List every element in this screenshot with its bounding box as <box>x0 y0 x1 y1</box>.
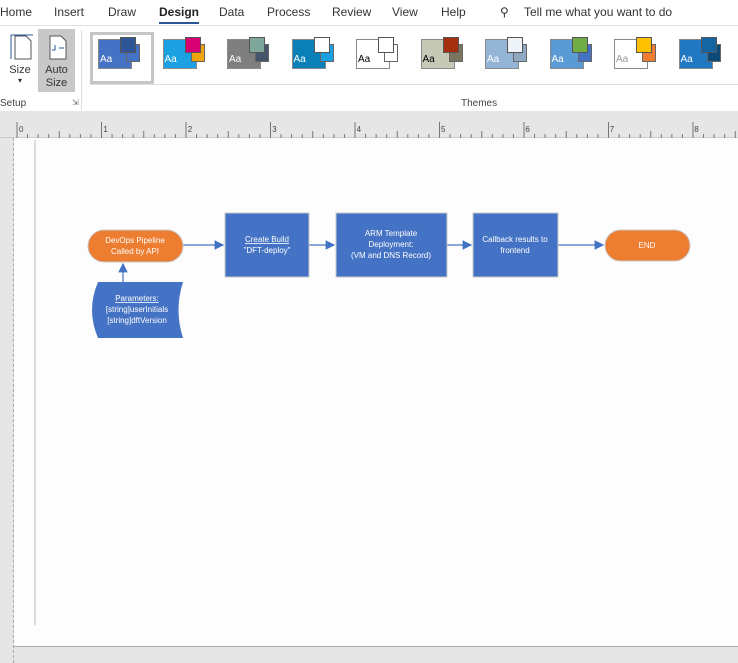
vertical-ruler[interactable] <box>0 138 14 663</box>
horizontal-ruler[interactable]: 0 1 2 3 4 5 6 7 8 <box>0 120 738 138</box>
theme-thumbnail[interactable]: Aa <box>159 34 219 80</box>
setup-group-label: Setup <box>0 98 27 109</box>
ruler-label: 5 <box>441 125 446 134</box>
ruler-label: 2 <box>187 125 193 134</box>
arm-deployment-process[interactable]: ARM Template Deployment: (VM and DNS Rec… <box>335 212 448 278</box>
ruler-label: 1 <box>103 125 108 134</box>
build-title: Create Build <box>245 235 289 244</box>
tab-insert[interactable]: Insert <box>54 5 85 19</box>
auto-size-label: Auto Size <box>45 64 68 89</box>
params-line2: [string]dftVersion <box>107 316 167 325</box>
theme-thumbnail[interactable]: Aa <box>546 34 606 80</box>
dialog-launcher-icon[interactable]: ⇲ <box>72 98 79 107</box>
search-icon[interactable]: ⚲ <box>500 5 509 19</box>
tab-process[interactable]: Process <box>267 5 311 19</box>
tab-view[interactable]: View <box>392 5 418 19</box>
auto-size-icon <box>49 35 66 60</box>
tab-home[interactable]: Home <box>0 5 33 19</box>
arm-line2: Deployment: <box>369 240 414 249</box>
params-title: Parameters: <box>115 294 159 303</box>
start-terminator[interactable]: DevOps Pipeline Called by API <box>87 229 184 263</box>
theme-thumbnail[interactable]: Aa <box>223 34 283 80</box>
theme-thumbnail[interactable]: Aa <box>352 34 412 80</box>
theme-thumbnail[interactable]: Aa <box>610 34 670 80</box>
arm-line1: ARM Template <box>365 229 418 238</box>
end-label: END <box>639 241 656 250</box>
auto-size-button[interactable]: Auto Size <box>38 29 75 92</box>
page-size-icon <box>10 34 33 60</box>
themes-group-label: Themes <box>461 98 498 109</box>
ruler-label: 0 <box>19 125 24 134</box>
callback-process[interactable]: Callback results to frontend <box>472 212 559 278</box>
ribbon-tabs: Home Insert Draw Design Data Process Review Vie… <box>0 0 738 25</box>
tab-data[interactable]: Data <box>219 5 245 19</box>
theme-thumbnail[interactable]: Aa <box>94 34 154 80</box>
tab-help[interactable]: Help <box>441 5 466 19</box>
connector-arrows <box>118 240 605 282</box>
parameters-data-shape[interactable]: Parameters: [string]userInitials [string… <box>92 282 183 338</box>
build-line1: "DFT-deploy" <box>243 246 290 255</box>
ruler-label: 6 <box>525 125 530 134</box>
tab-draw[interactable]: Draw <box>108 5 137 19</box>
callback-line2: frontend <box>500 246 529 255</box>
theme-thumbnail[interactable]: Aa <box>417 34 477 80</box>
params-line1: [string]userInitials <box>106 305 168 314</box>
callback-line1: Callback results to <box>482 235 548 244</box>
theme-thumbnail[interactable]: Aa <box>481 34 541 80</box>
size-button[interactable]: Size▾ <box>4 29 36 92</box>
theme-thumbnail[interactable]: Aa <box>288 34 348 80</box>
ruler-label: 7 <box>609 125 615 134</box>
tab-review[interactable]: Review <box>332 5 372 19</box>
theme-thumbnail[interactable]: Aa <box>675 34 735 80</box>
tell-me-search[interactable]: Tell me what you want to do <box>524 5 673 19</box>
arm-line3: (VM and DNS Record) <box>351 251 431 260</box>
end-terminator[interactable]: END <box>604 229 691 262</box>
ruler-label: 3 <box>272 125 277 134</box>
create-build-process[interactable]: Create Build "DFT-deploy" <box>224 212 310 278</box>
start-line1: DevOps Pipeline <box>105 236 165 245</box>
drawing-page[interactable]: DevOps Pipeline Called by API Parameters… <box>14 138 738 647</box>
selected-theme-frame <box>90 32 154 84</box>
start-line2: Called by API <box>111 247 159 256</box>
ruler-label: 4 <box>356 125 362 134</box>
tab-design[interactable]: Design <box>159 5 200 24</box>
ruler-label: 8 <box>694 125 699 134</box>
size-label: Size <box>9 64 31 76</box>
